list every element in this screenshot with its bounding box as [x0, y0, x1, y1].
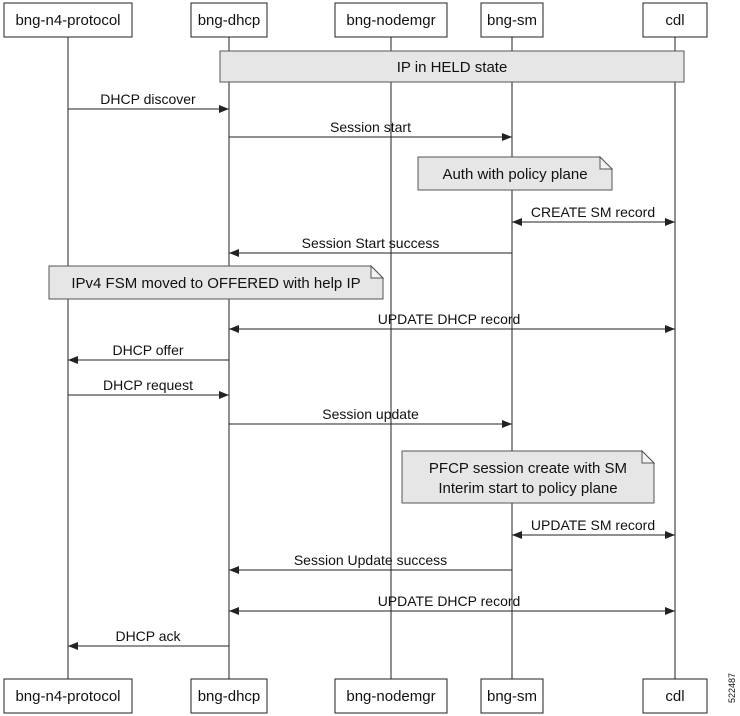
participant-top-nodemgr: bng-nodemgr — [334, 2, 448, 38]
message-3: Session Start success — [229, 235, 512, 257]
message-label: DHCP discover — [100, 91, 196, 107]
message-10: UPDATE DHCP record — [229, 593, 675, 615]
message-9: Session Update success — [229, 552, 512, 574]
participant-top-cdl: cdl — [642, 2, 708, 38]
message-8: UPDATE SM record — [512, 517, 675, 539]
note-1: IPv4 FSM moved to OFFERED with help IP — [48, 264, 385, 300]
participant-bottom-n4: bng-n4-protocol — [3, 678, 133, 714]
participant-top-n4: bng-n4-protocol — [3, 2, 133, 38]
arrow-head — [665, 607, 675, 615]
message-label: DHCP ack — [115, 628, 181, 644]
participant-box — [480, 678, 544, 714]
note-box — [417, 156, 613, 191]
arrow-head — [229, 325, 239, 333]
arrow-head — [665, 531, 675, 539]
note-text: IPv4 FSM moved to OFFERED with help IP — [71, 275, 360, 292]
message-11: DHCP ack — [68, 628, 229, 650]
participant-box — [334, 2, 448, 38]
message-5: DHCP offer — [68, 342, 229, 364]
figure-number: 522487 — [727, 673, 737, 703]
participant-label: bng-n4-protocol — [15, 12, 120, 29]
participant-top-dhcp: bng-dhcp — [190, 2, 268, 38]
participant-top-sm: bng-sm — [480, 2, 544, 38]
participant-box — [190, 2, 268, 38]
arrow-head — [219, 105, 229, 113]
arrow-head — [68, 356, 78, 364]
arrow-head — [502, 133, 512, 141]
message-label: UPDATE DHCP record — [378, 593, 521, 609]
participant-label: cdl — [665, 688, 684, 705]
held-state-label: IP in HELD state — [397, 59, 508, 76]
participant-box — [190, 678, 268, 714]
participant-label: bng-n4-protocol — [15, 688, 120, 705]
message-label: CREATE SM record — [531, 204, 655, 220]
participant-bottom-nodemgr: bng-nodemgr — [334, 678, 448, 714]
note-text: Interim start to policy plane — [438, 480, 617, 497]
participant-box — [3, 678, 133, 714]
arrow-head — [68, 642, 78, 650]
message-7: Session update — [229, 406, 512, 428]
participant-bottom-dhcp: bng-dhcp — [190, 678, 268, 714]
message-1: Session start — [229, 119, 512, 141]
participant-label: bng-nodemgr — [346, 12, 435, 29]
message-4: UPDATE DHCP record — [229, 311, 675, 333]
participant-box — [642, 2, 708, 38]
message-label: DHCP request — [103, 377, 193, 393]
note-box — [48, 265, 384, 300]
note-text: Auth with policy plane — [442, 166, 587, 183]
message-6: DHCP request — [68, 377, 229, 399]
note-text: PFCP session create with SM — [429, 460, 627, 477]
participant-box — [480, 2, 544, 38]
arrow-head — [219, 391, 229, 399]
held-state-band — [219, 50, 685, 83]
message-label: Session start — [330, 119, 411, 135]
arrow-head — [229, 607, 239, 615]
note-fold-corner — [370, 264, 385, 279]
note-0: Auth with policy plane — [417, 155, 614, 191]
participant-label: bng-sm — [487, 12, 537, 29]
participant-label: bng-dhcp — [198, 688, 261, 705]
participant-label: cdl — [665, 12, 684, 29]
arrow-head — [502, 420, 512, 428]
participant-bottom-cdl: cdl — [642, 678, 708, 714]
message-label: Session Update success — [294, 552, 447, 568]
note-box — [401, 450, 655, 504]
message-label: UPDATE DHCP record — [378, 311, 521, 327]
arrow-head — [229, 566, 239, 574]
arrow-head — [665, 325, 675, 333]
participant-label: bng-dhcp — [198, 12, 261, 29]
participant-label: bng-sm — [487, 688, 537, 705]
participant-box — [642, 678, 708, 714]
message-2: CREATE SM record — [512, 204, 675, 226]
participant-label: bng-nodemgr — [346, 688, 435, 705]
arrow-head — [512, 218, 522, 226]
message-label: Session update — [322, 406, 419, 422]
note-fold-corner — [599, 155, 614, 170]
participant-bottom-sm: bng-sm — [480, 678, 544, 714]
arrow-head — [665, 218, 675, 226]
message-0: DHCP discover — [68, 91, 229, 113]
arrow-head — [229, 249, 239, 257]
message-label: Session Start success — [302, 235, 440, 251]
message-label: DHCP offer — [112, 342, 183, 358]
message-label: UPDATE SM record — [531, 517, 655, 533]
participant-box — [3, 2, 133, 38]
note-fold-corner — [641, 449, 656, 464]
note-2: PFCP session create with SM Interim start… — [401, 449, 656, 504]
participant-box — [334, 678, 448, 714]
arrow-head — [512, 531, 522, 539]
